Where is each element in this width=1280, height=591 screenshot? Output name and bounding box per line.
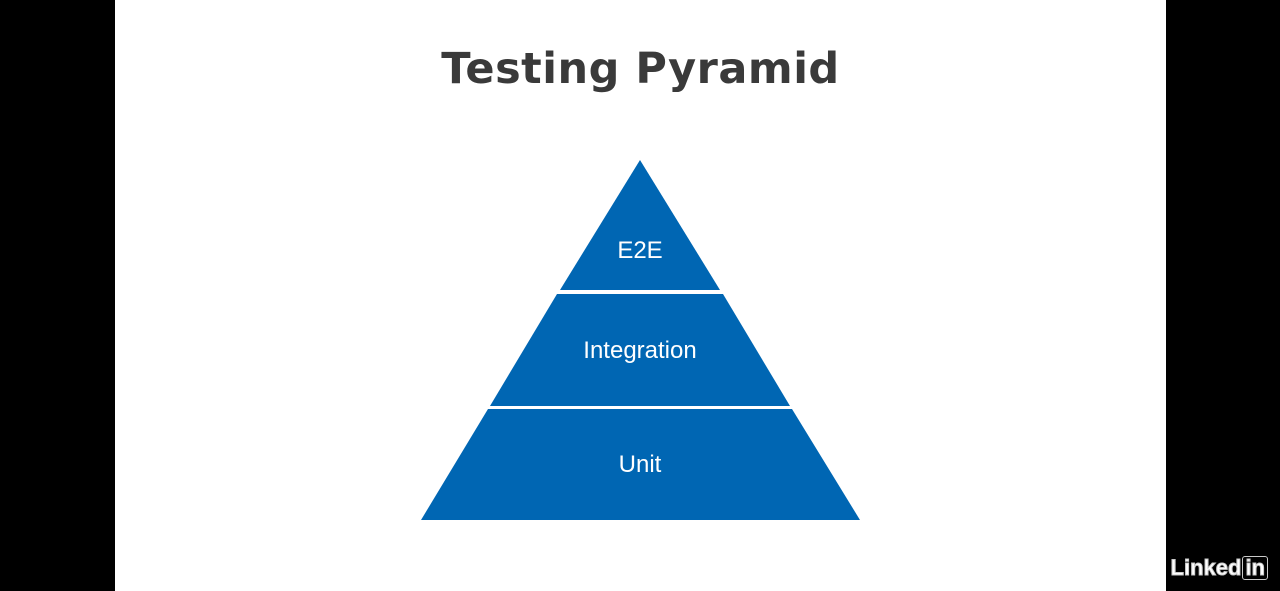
tier-label-integration: Integration <box>583 337 696 364</box>
pyramid-tier-middle <box>490 294 790 406</box>
linkedin-watermark-logo: Linked in <box>1170 555 1268 581</box>
pyramid-tier-top <box>560 160 720 290</box>
tier-label-unit: Unit <box>619 451 662 478</box>
testing-pyramid: E2E Integration Unit <box>421 160 860 520</box>
watermark-brand-left: Linked <box>1170 555 1242 581</box>
tier-label-e2e: E2E <box>617 237 662 264</box>
slide-title: Testing Pyramid <box>441 44 840 94</box>
pyramid-tier-bottom <box>421 409 860 520</box>
slide: Testing Pyramid E2E Integration Unit <box>115 0 1166 591</box>
watermark-brand-right: in <box>1242 556 1268 580</box>
